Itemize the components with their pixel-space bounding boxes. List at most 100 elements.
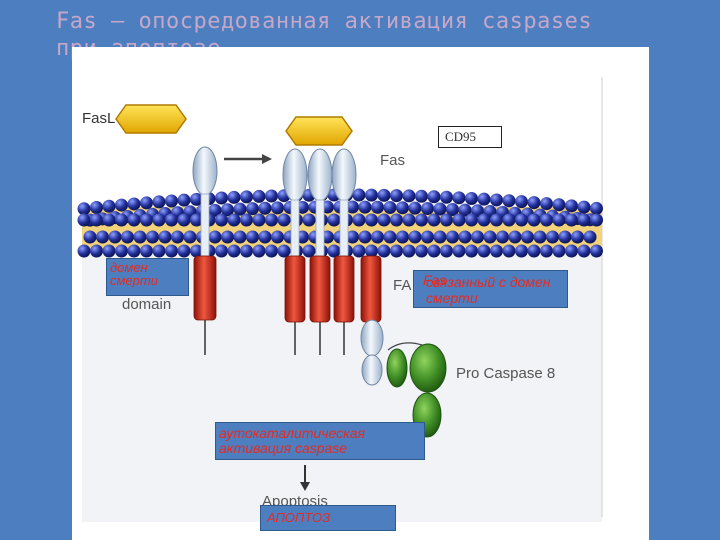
lipid-head <box>177 193 191 207</box>
binding-arrow-head <box>262 154 272 164</box>
lipid-head <box>90 200 103 214</box>
lipid-head <box>377 244 391 258</box>
lipid-head <box>352 244 366 258</box>
lipid-head <box>177 213 191 227</box>
lipid-head <box>271 201 284 215</box>
lipid-head <box>227 213 241 227</box>
lipid-head <box>165 213 178 227</box>
lipid-head <box>127 244 141 258</box>
lipid-head <box>590 201 603 215</box>
lipid-head <box>246 202 259 216</box>
lipid-head <box>490 193 503 207</box>
lipid-head <box>458 203 472 217</box>
lipid-head <box>371 230 384 244</box>
lipid-head <box>277 213 291 227</box>
lipid-head <box>90 213 103 227</box>
lipid-head <box>496 230 509 244</box>
lipid-head <box>358 200 372 214</box>
fasl-ligand-bound <box>285 116 353 146</box>
pro-caspase-label: Pro Caspase 8 <box>456 365 555 382</box>
lipid-head <box>415 189 428 203</box>
lipid-head <box>502 244 516 258</box>
lipid-head <box>102 213 116 227</box>
lipid-head <box>227 244 241 258</box>
fas-receptor-unbound <box>192 146 218 355</box>
lipid-head <box>521 230 534 244</box>
fadd-adaptor <box>360 319 384 386</box>
lipid-head <box>165 244 178 258</box>
lipid-head <box>240 244 253 258</box>
lipid-head <box>208 203 222 217</box>
fas-associated-text: связанный с домен смерти <box>426 274 551 306</box>
fas-word: Fas <box>423 272 447 288</box>
lipid-head <box>96 230 109 244</box>
lipid-head <box>258 230 272 244</box>
lipid-head <box>265 189 278 203</box>
lipid-head <box>577 213 591 227</box>
lipid-head <box>377 213 391 227</box>
lipid-head <box>465 191 478 205</box>
apoptosis-figure: FasL Fas FA domain Pro Caspase 8 Apoptos… <box>72 47 649 540</box>
lipid-head <box>365 244 378 258</box>
lipid-head <box>577 244 591 258</box>
lipid-head <box>465 213 478 227</box>
lipid-head <box>577 200 591 214</box>
lipid-head <box>190 213 203 227</box>
lipid-head <box>402 189 416 203</box>
fas-associated-annotation: Fas связанный с домен смерти <box>413 270 568 308</box>
lipid-head <box>371 200 384 214</box>
death-domain-annotation: домен смерти <box>106 258 189 296</box>
lipid-head <box>477 213 491 227</box>
lipid-head <box>140 213 153 227</box>
lipid-head <box>390 189 403 203</box>
lipid-head <box>215 191 228 205</box>
lipid-head <box>271 230 284 244</box>
lipid-head <box>265 244 278 258</box>
lipid-head <box>90 244 103 258</box>
lipid-head <box>183 230 197 244</box>
lipid-head <box>77 202 91 216</box>
lipid-head <box>252 213 266 227</box>
lipid-head <box>502 213 516 227</box>
fadd-label: FA <box>393 277 411 294</box>
lipid-head <box>440 244 453 258</box>
lipid-head <box>590 213 603 227</box>
lipid-head <box>465 244 478 258</box>
cd95-box: CD95 <box>438 126 502 148</box>
lipid-head <box>177 244 191 258</box>
lipid-head <box>446 203 459 217</box>
lipid-head <box>421 202 434 216</box>
lipid-head <box>402 244 416 258</box>
lipid-head <box>352 188 366 202</box>
lipid-head <box>327 213 341 227</box>
lipid-head <box>302 244 316 258</box>
lipid-head <box>396 230 409 244</box>
lipid-head <box>590 244 603 258</box>
lipid-head <box>440 190 453 204</box>
lipid-head <box>152 195 166 209</box>
lipid-head <box>502 194 516 208</box>
lipid-head <box>402 213 416 227</box>
fasl-ligand-free <box>115 104 187 134</box>
lipid-head <box>452 191 466 205</box>
lipid-head <box>477 244 491 258</box>
lipid-head <box>515 195 528 209</box>
lipid-head <box>408 201 422 215</box>
lipid-head <box>552 213 566 227</box>
lipid-head <box>140 244 153 258</box>
lipid-head <box>252 189 266 203</box>
lipid-head <box>102 199 116 213</box>
lipid-head <box>115 244 128 258</box>
lipid-head <box>246 230 259 244</box>
lipid-head <box>77 213 91 227</box>
lipid-head <box>358 230 372 244</box>
lipid-head <box>458 230 472 244</box>
lipid-head <box>527 213 541 227</box>
lipid-head <box>146 230 159 244</box>
lipid-head <box>215 213 228 227</box>
lipid-head <box>302 213 316 227</box>
lipid-head <box>508 230 522 244</box>
lipid-head <box>427 244 441 258</box>
lipid-head <box>346 230 359 244</box>
lipid-head <box>127 197 141 211</box>
